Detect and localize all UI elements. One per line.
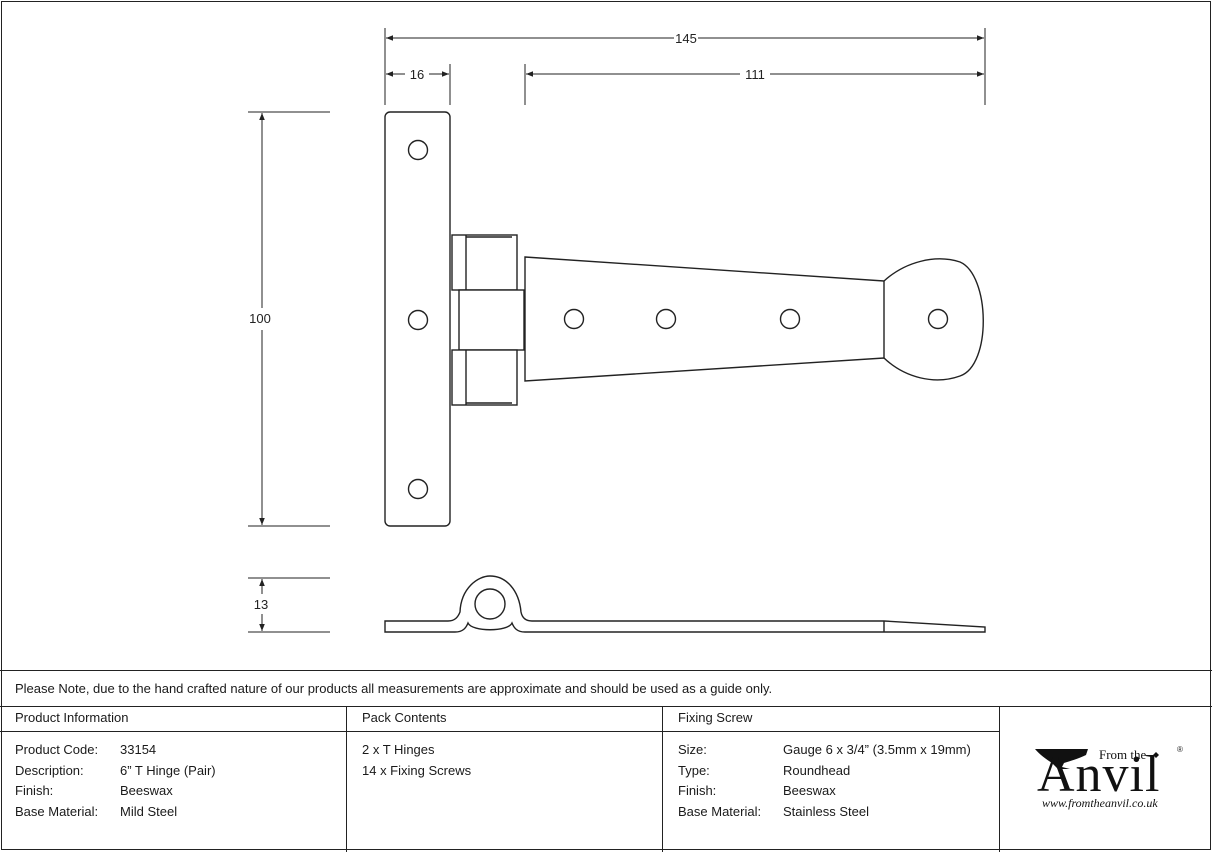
product-info-row: Product Code:33154 xyxy=(15,742,157,757)
leaf-hole-bottom xyxy=(407,478,429,500)
knuckle-bottom xyxy=(451,349,518,406)
leaf-hole-middle xyxy=(407,309,429,331)
hinge-strap xyxy=(524,256,984,382)
fixing-screw-heading: Fixing Screw xyxy=(663,707,999,732)
knuckle-top xyxy=(451,234,518,291)
dim-overall-width: 145 xyxy=(675,31,697,46)
strap-hole-2 xyxy=(655,308,677,330)
logo-registered-mark: ® xyxy=(1177,745,1183,754)
product-information-heading: Product Information xyxy=(0,707,346,732)
pack-contents-heading: Pack Contents xyxy=(347,707,662,732)
fixing-screw-section: Fixing Screw Size:Gauge 6 x 3/4” (3.5mm … xyxy=(663,707,1000,852)
strap-hole-1 xyxy=(563,308,585,330)
dim-leaf-width: 16 xyxy=(410,67,424,82)
knuckle-middle xyxy=(458,289,525,351)
disclaimer-note: Please Note, due to the hand crafted nat… xyxy=(0,670,1212,707)
technical-drawing: 145 16 111 100 13 xyxy=(248,28,986,633)
dim-height: 100 xyxy=(249,311,271,326)
pack-item: 14 x Fixing Screws xyxy=(362,762,472,778)
fixing-screw-row: Base Material:Stainless Steel xyxy=(678,803,869,819)
pack-contents-section: Pack Contents 2 x T Hinges 14 x Fixing S… xyxy=(347,707,663,852)
side-pin-hole xyxy=(474,588,506,620)
pack-item: 2 x T Hinges xyxy=(362,742,435,757)
product-information-section: Product Information Product Code:33154 D… xyxy=(0,707,347,852)
product-info-row: Finish:Beeswax xyxy=(15,783,173,798)
fixing-screw-row: Size:Gauge 6 x 3/4” (3.5mm x 19mm) xyxy=(678,742,971,757)
strap-hole-3 xyxy=(779,308,801,330)
dim-strap-length: 111 xyxy=(745,67,765,82)
logo-brand: Anvil xyxy=(1037,746,1161,803)
dim-thickness: 13 xyxy=(254,597,268,612)
leaf-hole-top xyxy=(407,139,429,161)
fixing-screw-row: Finish:Beeswax xyxy=(678,783,836,798)
brand-logo: From the Anvil ® www.fromtheanvil.co.uk xyxy=(1000,707,1212,852)
strap-hole-4 xyxy=(927,308,949,330)
anvil-icon xyxy=(1035,749,1159,769)
logo-from-the: From the xyxy=(1099,747,1147,762)
hinge-front-view xyxy=(384,111,984,527)
hinge-side-view xyxy=(384,575,986,633)
fixing-screw-row: Type:Roundhead xyxy=(678,762,851,778)
product-info-row: Base Material:Mild Steel xyxy=(15,803,178,819)
logo-url: www.fromtheanvil.co.uk xyxy=(1042,796,1158,810)
product-info-row: Description:6” T Hinge (Pair) xyxy=(15,762,216,778)
